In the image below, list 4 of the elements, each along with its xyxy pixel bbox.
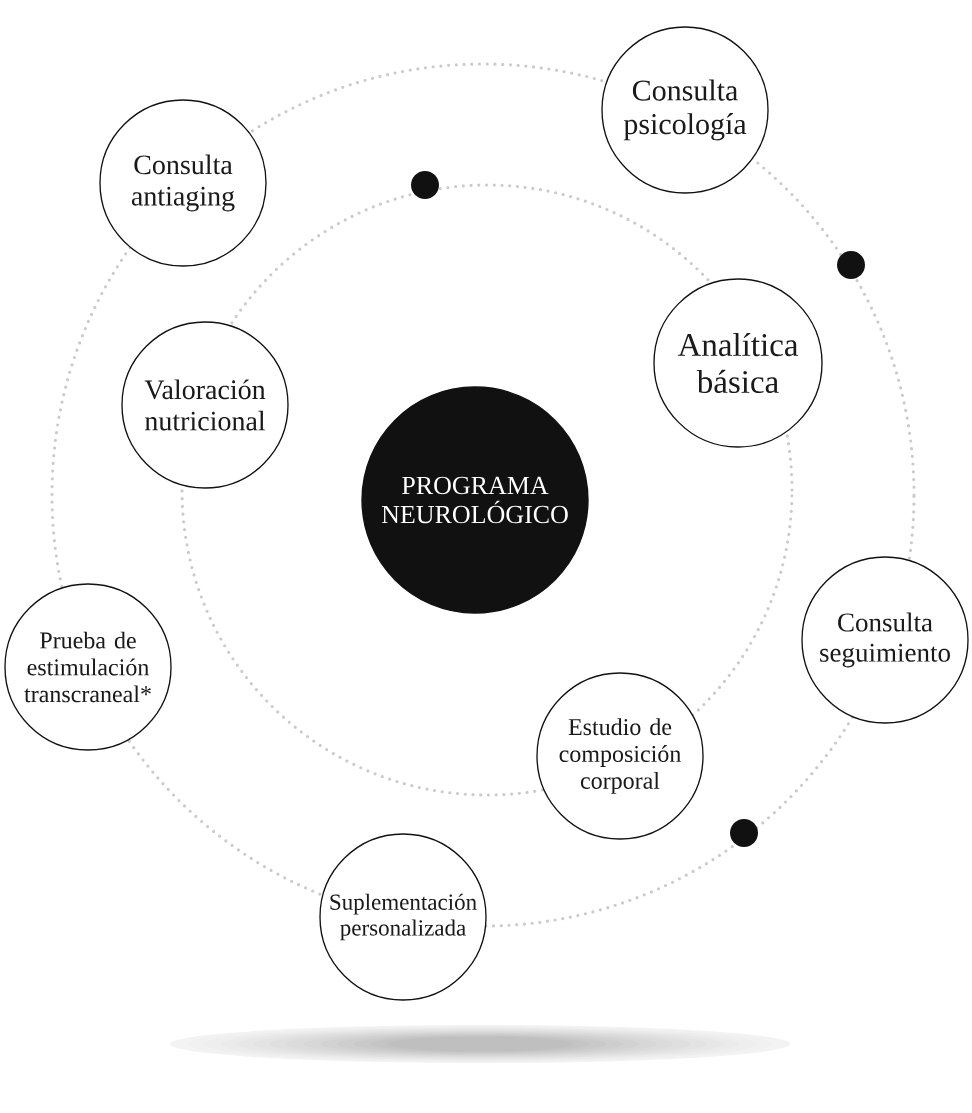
- orbit-dot: [837, 251, 865, 279]
- node-label: Consulta seguimiento: [820, 612, 950, 668]
- orbit-dot: [411, 171, 439, 199]
- orbit-dot: [730, 819, 758, 847]
